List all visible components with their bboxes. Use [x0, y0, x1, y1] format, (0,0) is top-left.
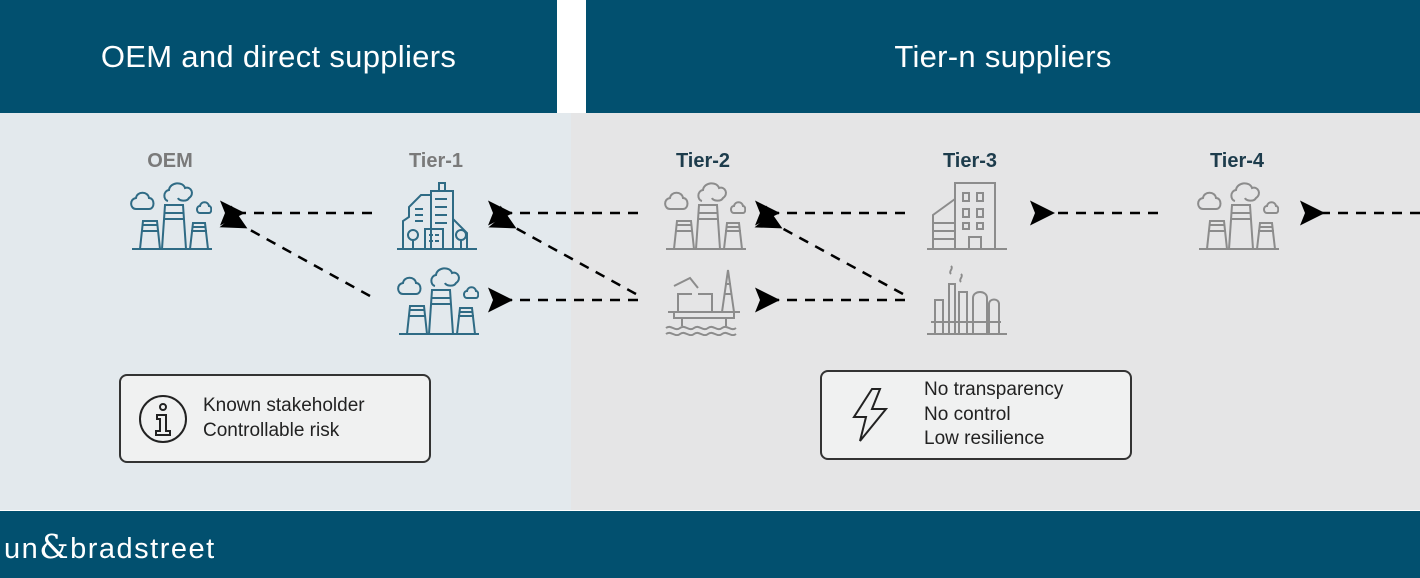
label-tier1: Tier-1 [408, 150, 464, 172]
arrow [219, 205, 371, 298]
risk-line: No transparency [924, 379, 1064, 401]
brand-logo: un&bradstreet [4, 527, 216, 566]
risk-line: Low resilience [924, 428, 1045, 450]
known-line: Known stakeholder [203, 395, 365, 416]
known-line: Controllable risk [203, 419, 340, 441]
label-tier3: Tier-3 [942, 150, 998, 172]
logo-text: un [4, 533, 40, 565]
info-icon [139, 394, 187, 443]
label-tier2: Tier-2 [675, 150, 731, 172]
label-tier4: Tier-4 [1209, 150, 1265, 172]
header-oem-direct: OEM and direct suppliers [0, 0, 557, 113]
lightning-icon [852, 388, 889, 442]
footer: un&bradstreet [0, 511, 1420, 578]
arrow [754, 205, 904, 296]
risk-line: No control [924, 403, 1011, 425]
logo-ampersand: & [39, 527, 71, 566]
label-oem: OEM [147, 150, 193, 172]
logo-text: bradstreet [70, 533, 216, 565]
header-tier-n: Tier-n suppliers [586, 0, 1420, 113]
arrow [488, 205, 637, 296]
